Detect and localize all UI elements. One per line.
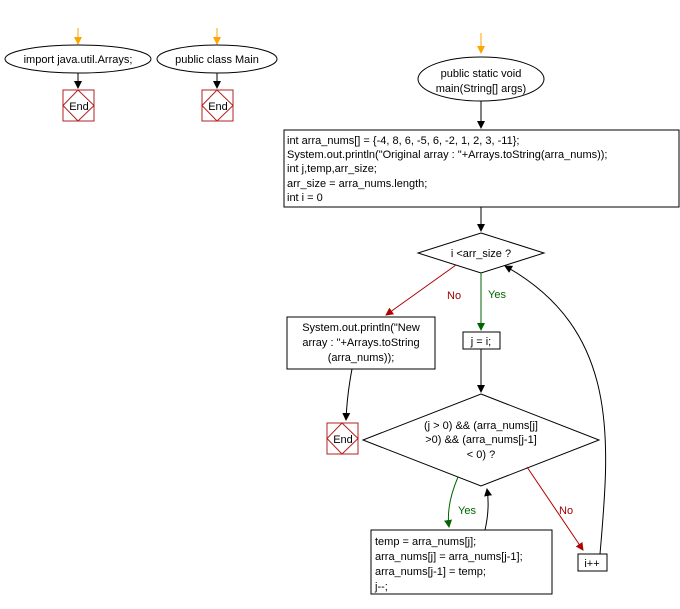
print-line-2: array : "+Arrays.toString bbox=[302, 337, 419, 349]
swap-line-1: temp = arra_nums[j]; bbox=[375, 536, 476, 548]
init-line-1: int arra_nums[] = {-4, 8, 6, -5, 6, -2, … bbox=[287, 135, 519, 147]
increment-i-box bbox=[577, 553, 608, 572]
loop-yes-label: Yes bbox=[488, 289, 506, 301]
increment-i-label: i++ bbox=[584, 558, 599, 570]
inner-no-label: No bbox=[559, 505, 573, 517]
swap-line-2: arra_nums[j] = arra_nums[j-1]; bbox=[375, 551, 523, 563]
inner-yes-edge bbox=[444, 476, 459, 528]
class-start-label: public class Main bbox=[175, 54, 259, 66]
main-start-label-line2: main(String[] args) bbox=[436, 83, 526, 95]
swap-line-3: arra_nums[j-1] = temp; bbox=[375, 566, 486, 578]
init-line-3: int j,temp,arr_size; bbox=[287, 163, 377, 175]
swap-to-inner-edge bbox=[484, 488, 493, 531]
print-to-end-edge bbox=[342, 368, 353, 421]
inner-decision bbox=[361, 393, 601, 487]
init-process-box bbox=[283, 129, 680, 208]
import-end-diamond bbox=[62, 89, 95, 122]
import-start-label: import java.util.Arrays; bbox=[24, 54, 133, 66]
main-flow: public static void main(String[] args) i… bbox=[283, 33, 680, 595]
print-new-array-box bbox=[286, 316, 436, 370]
class-end-diamond bbox=[201, 89, 234, 122]
loop-no-edge bbox=[385, 264, 457, 316]
inner-no-edge bbox=[526, 466, 584, 551]
print-line-1: System.out.println("New bbox=[302, 322, 420, 334]
inner-decision-line2: >0) && (arra_nums[j-1] bbox=[425, 434, 537, 446]
assign-j-label: j = i; bbox=[470, 336, 491, 348]
print-line-3: (arra_nums)); bbox=[328, 352, 395, 364]
loop-back-edge bbox=[504, 265, 607, 555]
loop-decision-label: i <arr_size ? bbox=[451, 248, 511, 260]
class-flow: public class Main End bbox=[156, 28, 278, 122]
inner-decision-line3: < 0) ? bbox=[467, 449, 495, 461]
init-line-2: System.out.println("Original array : "+A… bbox=[287, 149, 608, 161]
main-end-diamond bbox=[326, 422, 359, 455]
inner-decision-line1: (j > 0) && (arra_nums[j] bbox=[424, 420, 538, 432]
init-line-4: arr_size = arra_nums.length; bbox=[287, 178, 427, 190]
loop-no-label: No bbox=[447, 290, 461, 302]
main-end-label: End bbox=[333, 434, 353, 446]
swap-process-box bbox=[370, 529, 553, 595]
inner-yes-label: Yes bbox=[458, 505, 476, 517]
init-line-5: int i = 0 bbox=[287, 192, 323, 204]
class-end-label: End bbox=[208, 101, 228, 113]
main-start-label-line1: public static void bbox=[441, 68, 522, 80]
import-end-label: End bbox=[69, 101, 89, 113]
import-flow: import java.util.Arrays; End bbox=[4, 28, 152, 122]
class-end-terminal bbox=[201, 89, 234, 122]
swap-line-4: j--; bbox=[374, 581, 388, 593]
